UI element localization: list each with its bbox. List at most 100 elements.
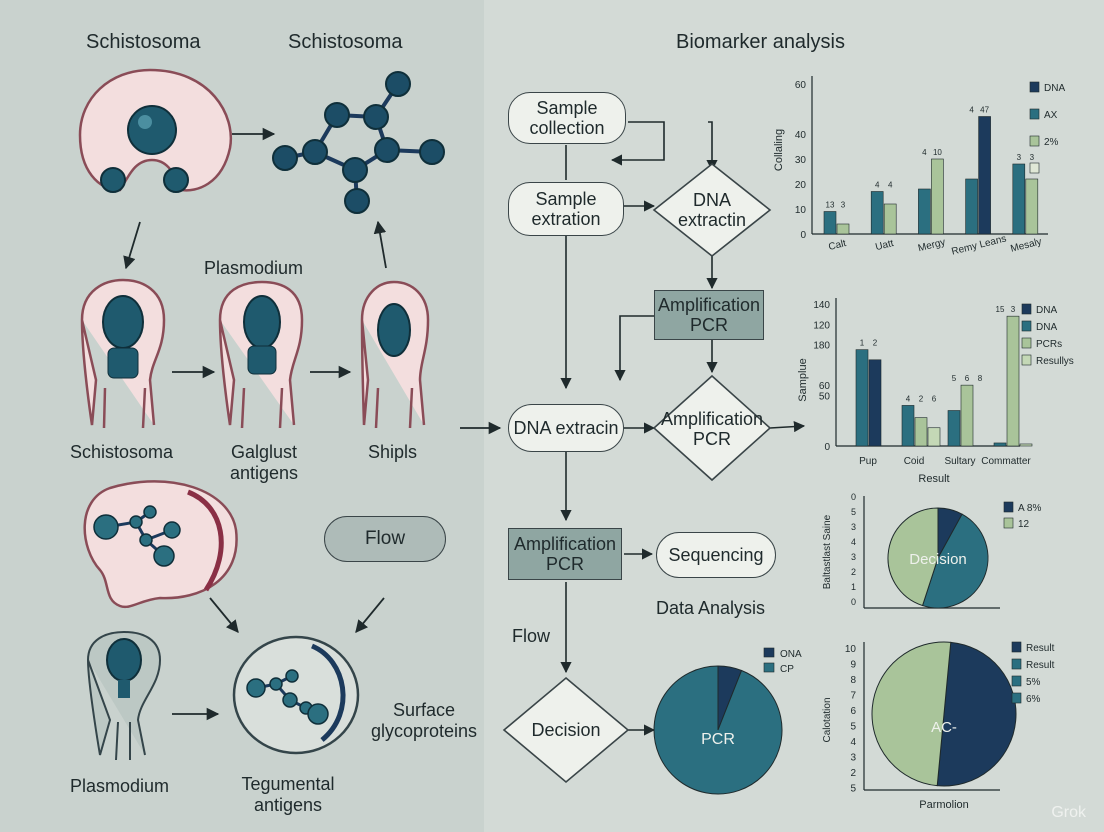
- data-label: 4: [969, 106, 974, 115]
- bar: [931, 158, 944, 235]
- y-tick-label: 3: [851, 522, 856, 532]
- sample-collection-node: Sample collection: [508, 92, 626, 144]
- bar: [1025, 178, 1039, 235]
- parasite-illustration: [360, 280, 430, 429]
- bar: [1006, 315, 1020, 447]
- dna-extracin-node: DNA extracin: [508, 404, 624, 452]
- y-tick-label: 2: [850, 768, 856, 779]
- bar: [823, 211, 837, 235]
- pie-slice: [871, 641, 952, 787]
- y-tick-label: 120: [813, 320, 830, 331]
- y-tick-label: 3: [850, 753, 856, 764]
- data-label: 2: [873, 339, 878, 348]
- x-tick-label: Commatter: [981, 456, 1031, 467]
- biomarker-analysis-title: Biomarker analysis: [676, 31, 845, 53]
- legend-label: AX: [1044, 110, 1058, 121]
- sample-extraction-node: Sample extration: [508, 182, 624, 236]
- y-axis-label: Samplue: [797, 358, 809, 401]
- y-tick-label: 3: [851, 552, 856, 562]
- pie-center-label: PCR: [701, 731, 735, 748]
- legend-swatch: [1029, 135, 1040, 147]
- legend-swatch: [1029, 108, 1040, 120]
- data-label: 4: [888, 181, 893, 190]
- y-tick-label: 30: [795, 155, 807, 166]
- bar: [927, 427, 941, 447]
- data-analysis-label: Data Analysis: [656, 598, 766, 618]
- y-tick-label: 0: [800, 230, 806, 241]
- legend-label: 5%: [1026, 677, 1041, 688]
- data-label: 6: [965, 374, 970, 383]
- amplification-pcr-diamond: [652, 374, 772, 482]
- data-label: 3: [1017, 153, 1022, 162]
- data-label: 2: [919, 394, 924, 403]
- data-label: 6: [932, 394, 937, 403]
- bar: [901, 405, 915, 447]
- y-axis-label: Calotation: [822, 697, 833, 742]
- y-tick-label: 10: [845, 644, 857, 655]
- cell-illustration: [78, 68, 233, 193]
- legend-label: 2%: [1044, 137, 1059, 148]
- parasite-illustration: [218, 280, 304, 429]
- bar: [965, 178, 978, 235]
- parasite-illustration: [87, 630, 162, 761]
- y-tick-label: 5: [851, 507, 856, 517]
- x-tick-label: Sultary: [944, 456, 975, 467]
- bar: [914, 417, 928, 447]
- flow-pill: Flow: [324, 516, 446, 562]
- cell-illustration: [83, 480, 238, 609]
- label-schistosoma-stage: Schistosoma: [70, 442, 174, 462]
- x-tick-label: Mergy: [917, 237, 947, 254]
- data-label: 13: [826, 201, 835, 210]
- data-label: 4: [922, 148, 927, 157]
- legend-swatch: [1003, 501, 1014, 513]
- data-label: 8: [978, 374, 983, 383]
- label-plasmodium: Plasmodium: [204, 258, 304, 278]
- bar: [883, 203, 897, 235]
- y-axis-label: Baltastlast Saine: [822, 514, 833, 589]
- bar: [947, 410, 961, 447]
- x-tick-label: Pup: [859, 456, 877, 467]
- y-tick-label: 7: [850, 691, 856, 702]
- label-plasmodium-bottom: Plasmodium: [70, 776, 170, 796]
- flow-label: Flow: [512, 626, 551, 646]
- legend-label: PCRs: [1036, 339, 1062, 350]
- legend-label: 6%: [1026, 694, 1041, 705]
- y-tick-label: 0: [824, 442, 830, 453]
- y-tick-label: 1: [851, 582, 856, 592]
- x-axis-label: Result: [918, 473, 949, 485]
- dna-extractin-diamond-label: DNA extractin: [677, 190, 747, 230]
- bar: [868, 359, 882, 447]
- legend-label: Resullys: [1036, 356, 1074, 367]
- legend-swatch: [1011, 675, 1022, 687]
- y-tick-label: 10: [795, 205, 807, 216]
- bar: [960, 384, 974, 447]
- x-tick-label: Coid: [904, 456, 925, 467]
- x-tick-label: Calt: [827, 238, 847, 253]
- bar: [870, 191, 884, 235]
- bar: [1012, 163, 1026, 235]
- data-label: 10: [933, 148, 942, 157]
- y-tick-label: 60: [795, 80, 807, 91]
- pie-slice: [653, 665, 783, 795]
- pie-slice: [887, 507, 939, 607]
- data-label: 1: [860, 339, 865, 348]
- legend-swatch: [1029, 162, 1040, 174]
- legend-swatch: [1011, 641, 1022, 653]
- label-tegumental-antigens: Tegumental antigens: [241, 774, 335, 815]
- bar: [918, 188, 931, 235]
- pie-center-label: AC-: [931, 719, 957, 736]
- y-tick-label: 8: [850, 675, 856, 686]
- y-tick-label: 0: [851, 597, 856, 607]
- amplification-pcr-box-1: Amplification PCR: [654, 290, 764, 340]
- data-label: 4: [906, 394, 911, 403]
- y-tick-label: 180: [813, 341, 830, 352]
- y-tick-label: 2: [851, 567, 856, 577]
- y-tick-label: 4: [850, 737, 856, 748]
- pie-center-label: Decision: [909, 551, 967, 568]
- label-shipls: Shipls: [368, 442, 418, 462]
- sequencing-node: Sequencing: [656, 532, 776, 578]
- legend-swatch: [1021, 303, 1032, 315]
- bar: [836, 223, 850, 235]
- y-axis-label: Collaling: [773, 129, 785, 171]
